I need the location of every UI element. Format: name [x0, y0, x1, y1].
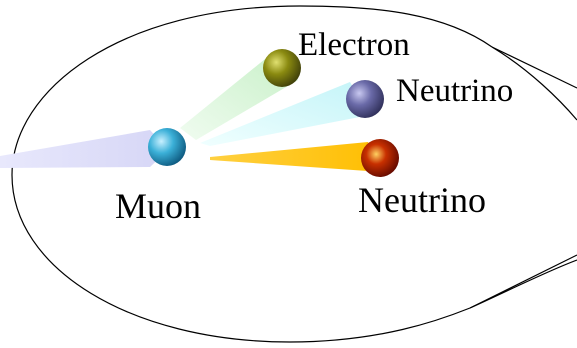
neutrino-upper-label: Neutrino: [396, 73, 513, 109]
muon-particle: [148, 128, 186, 166]
electron-label: Electron: [298, 27, 410, 63]
event-outline: [11, 5, 493, 343]
neutrino-lower-trail: [210, 142, 382, 172]
outline-right-upper: [491, 46, 577, 121]
neutrino-lower-label: Neutrino: [358, 180, 486, 220]
tail-line-lower: [469, 254, 577, 309]
outline-right-lower: [469, 259, 577, 309]
electron-particle: [263, 49, 301, 87]
tail-line-upper: [491, 46, 577, 89]
neutrino-upper-particle: [346, 80, 384, 118]
muon-label: Muon: [115, 186, 201, 226]
neutrino-lower-particle: [361, 139, 399, 177]
neutrino-upper-trail: [200, 82, 370, 146]
muon-trail: [0, 130, 168, 168]
